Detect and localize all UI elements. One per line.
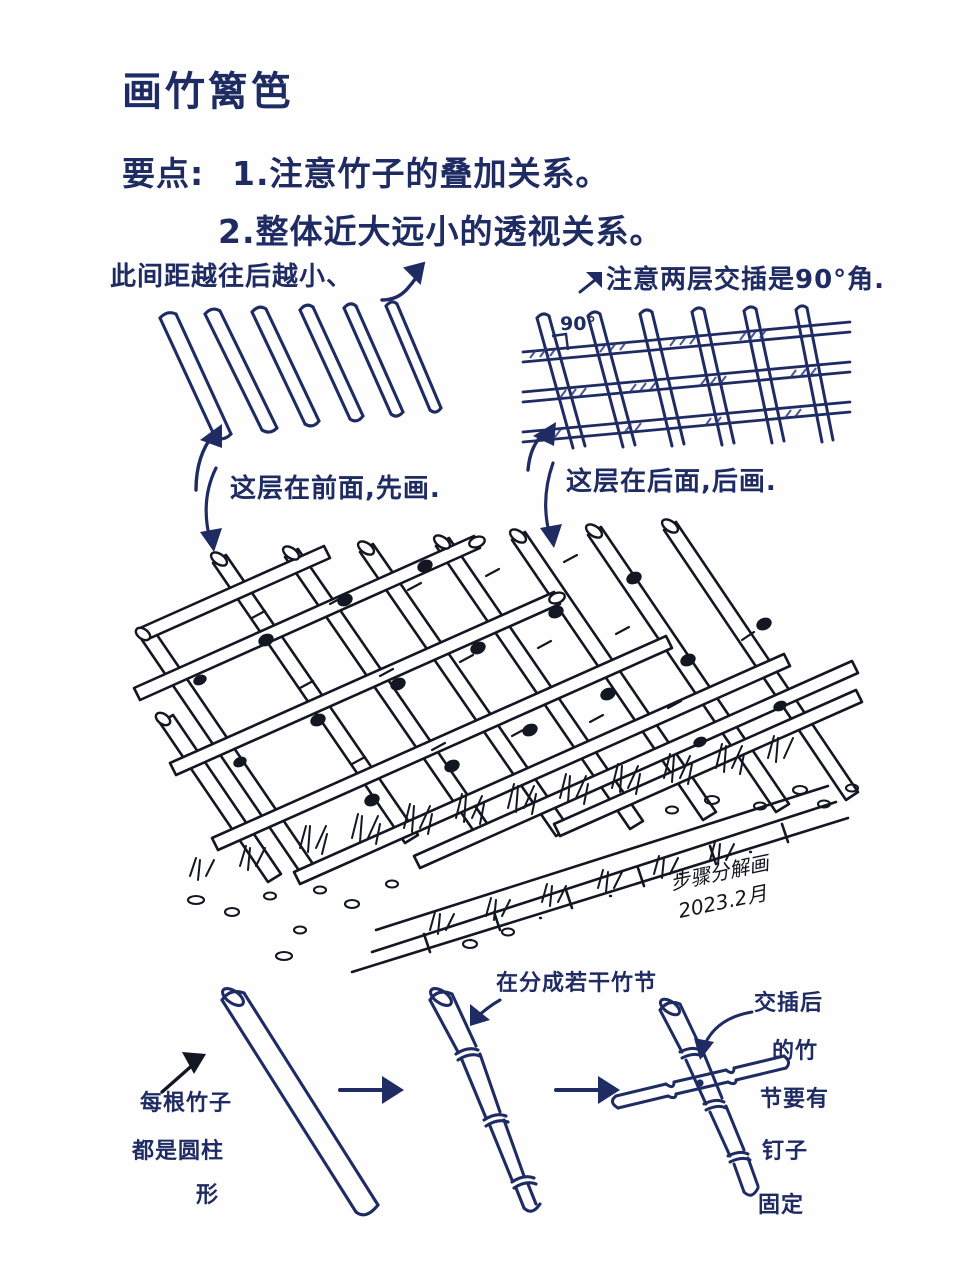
divide-joints-arrow-icon xyxy=(470,998,502,1026)
stone-path xyxy=(350,784,850,974)
annotation-nail-line4: 钉子 xyxy=(762,1138,808,1164)
right-angle-marker-icon xyxy=(551,332,570,351)
annotation-angle: 注意两层交插是90°角. xyxy=(606,264,885,295)
page-title: 画竹篱笆 xyxy=(122,69,294,115)
bamboo-cut-ends xyxy=(134,518,680,727)
step-3-cross-and-nail xyxy=(611,997,791,1197)
annotation-divide-joints: 在分成若干竹节 xyxy=(496,970,657,996)
step-2-jointed-bamboo xyxy=(428,986,542,1213)
annotation-front-layer: 这层在前面,先画. xyxy=(230,473,441,504)
annotation-cylinder-line1: 每根竹子 xyxy=(140,1090,232,1116)
front-layer-arrow-icon xyxy=(194,424,222,492)
step-arrow-1-to-2-icon xyxy=(338,1076,404,1104)
annotation-spacing: 此间距越往后越小、 xyxy=(110,261,353,292)
annotation-nail-line5: 固定 xyxy=(758,1192,804,1218)
annotation-back-layer: 这层在后面,后画. xyxy=(566,466,777,497)
nail-callout-arrow-icon xyxy=(694,1010,754,1060)
pebbles xyxy=(186,783,860,962)
parallel-poles-study xyxy=(158,300,443,441)
annotation-nail-line2: 的竹 xyxy=(772,1038,818,1064)
grass-tufts xyxy=(189,735,794,935)
step-1-plain-cylinder xyxy=(220,986,380,1217)
lattice-poles-up-right xyxy=(132,534,864,886)
bamboo-joint-rings xyxy=(250,553,756,766)
key-point-1: 1.注意竹子的叠加关系。 xyxy=(232,154,610,193)
spacing-arrow-icon xyxy=(380,261,426,302)
angle-marker-label: 90° xyxy=(560,313,596,335)
key-points-label: 要点: xyxy=(122,154,204,193)
back-layer-callout-arrow-icon xyxy=(540,461,562,548)
annotation-nail-line1: 交插后 xyxy=(754,990,823,1016)
annotation-cylinder-line2: 都是圆柱 xyxy=(131,1139,224,1164)
crossed-lattice-study: 90° xyxy=(521,304,852,450)
grass-and-pebbles xyxy=(186,735,860,962)
step-1-pointer-arrow-icon xyxy=(160,1052,206,1094)
annotation-cylinder-line3: 形 xyxy=(196,1183,219,1208)
angle-note-arrow-icon xyxy=(578,272,602,294)
back-layer-study-arrow-icon xyxy=(526,422,556,472)
main-bamboo-lattice-fence xyxy=(132,518,864,886)
annotation-nail-line3: 节要有 xyxy=(760,1086,829,1112)
key-point-2: 2.整体近大远小的透视关系。 xyxy=(218,212,664,251)
nail-dot-icon xyxy=(696,1079,704,1087)
front-layer-callout-arrow-icon xyxy=(200,466,222,552)
lattice-joints xyxy=(193,559,787,807)
step-arrow-2-to-3-icon xyxy=(554,1076,620,1104)
